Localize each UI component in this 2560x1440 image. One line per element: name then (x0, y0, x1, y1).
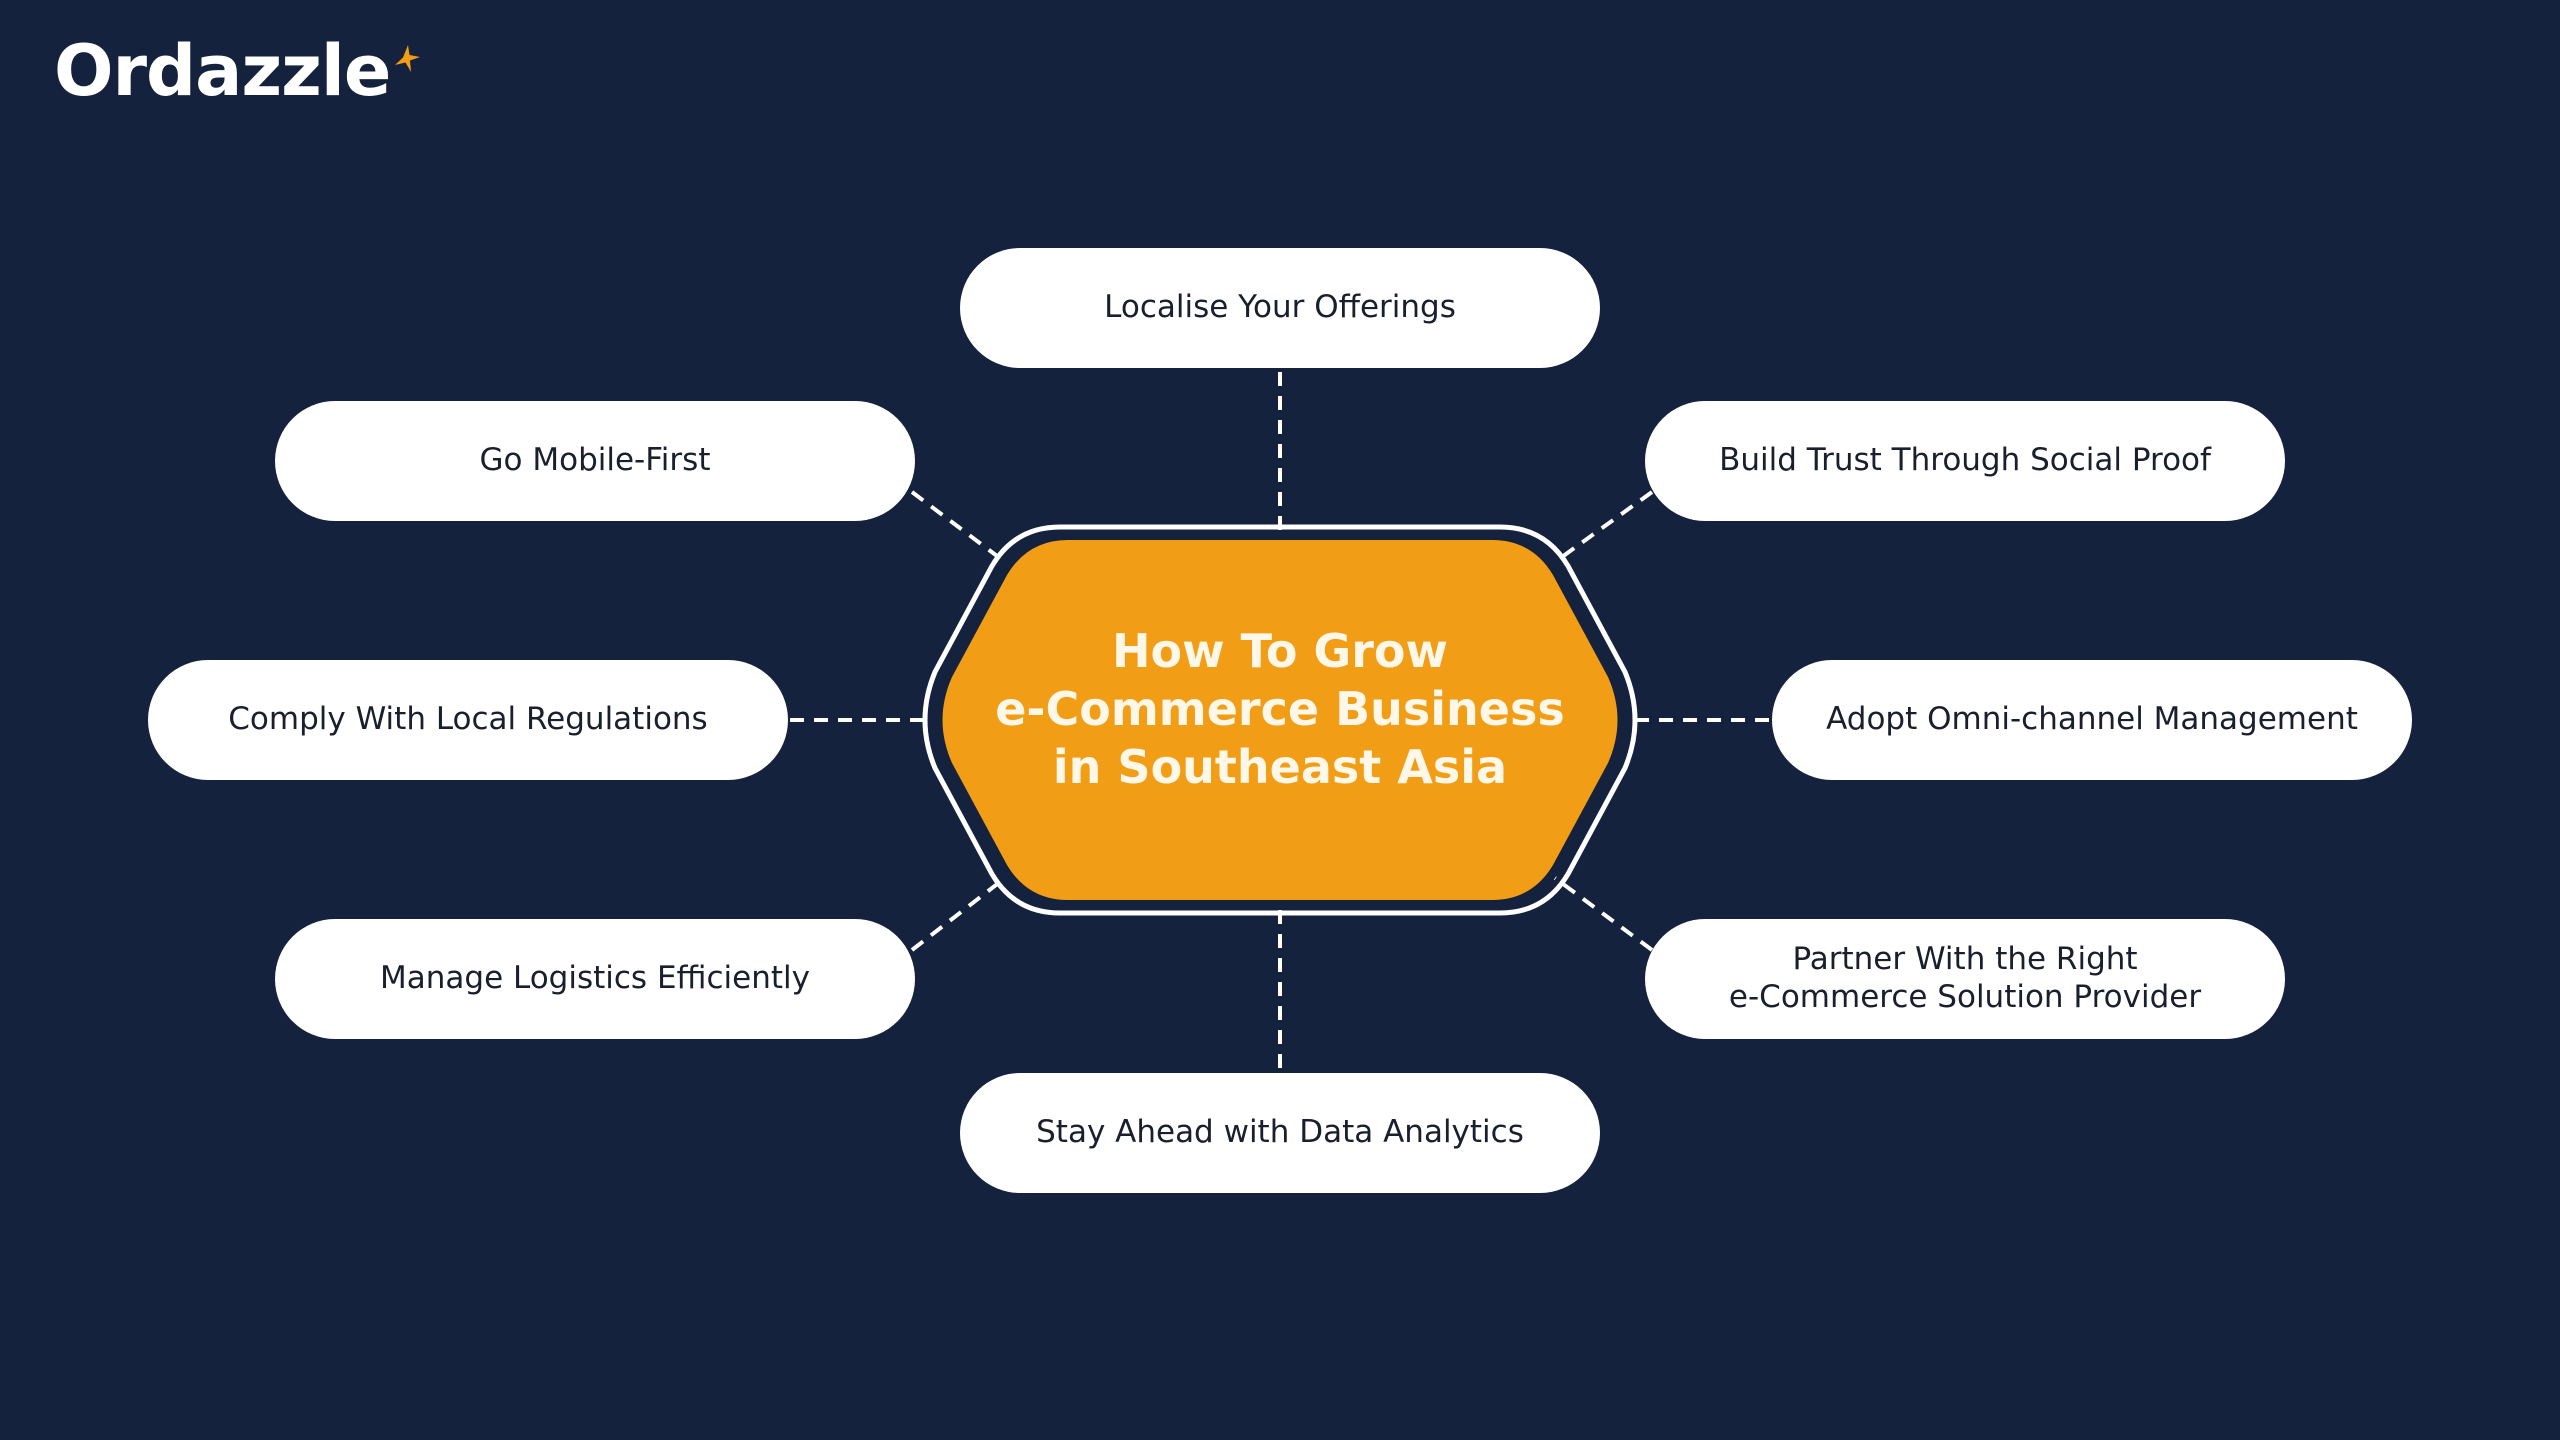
node-localise-offerings[interactable]: Localise Your Offerings (960, 248, 1600, 368)
node-label: Adopt Omni-channel Management (1826, 701, 2358, 738)
node-label: Partner With the Right e-Commerce Soluti… (1728, 941, 2202, 1015)
brand-logo: Ordazzle (54, 36, 422, 106)
connector-top-left (910, 490, 1007, 564)
node-label: Localise Your Offerings (1104, 289, 1456, 326)
node-manage-logistics[interactable]: Manage Logistics Efficiently (275, 919, 915, 1039)
center-hexagon (942, 540, 1618, 900)
brand-name: Ordazzle (54, 30, 391, 112)
node-go-mobile-first[interactable]: Go Mobile-First (275, 401, 915, 521)
connector-top-right (1553, 490, 1654, 564)
node-label: Manage Logistics Efficiently (380, 960, 810, 997)
node-label: Build Trust Through Social Proof (1719, 442, 2211, 479)
node-build-trust[interactable]: Build Trust Through Social Proof (1645, 401, 2285, 521)
connector-bottom-right (1553, 876, 1654, 952)
center-title: How To Grow e-Commerce Business in South… (995, 624, 1565, 794)
connector-bottom-left (910, 876, 1007, 952)
node-omni-channel[interactable]: Adopt Omni-channel Management (1772, 660, 2412, 780)
node-label: Go Mobile-First (479, 442, 711, 479)
node-partner-provider[interactable]: Partner With the Right e-Commerce Soluti… (1645, 919, 2285, 1039)
node-label: Stay Ahead with Data Analytics (1036, 1114, 1524, 1151)
node-data-analytics[interactable]: Stay Ahead with Data Analytics (960, 1073, 1600, 1193)
node-comply-regulations[interactable]: Comply With Local Regulations (148, 660, 788, 780)
sparkle-star-icon (395, 45, 421, 72)
center-hexagon-outline (922, 524, 1638, 916)
node-label: Comply With Local Regulations (228, 701, 708, 738)
